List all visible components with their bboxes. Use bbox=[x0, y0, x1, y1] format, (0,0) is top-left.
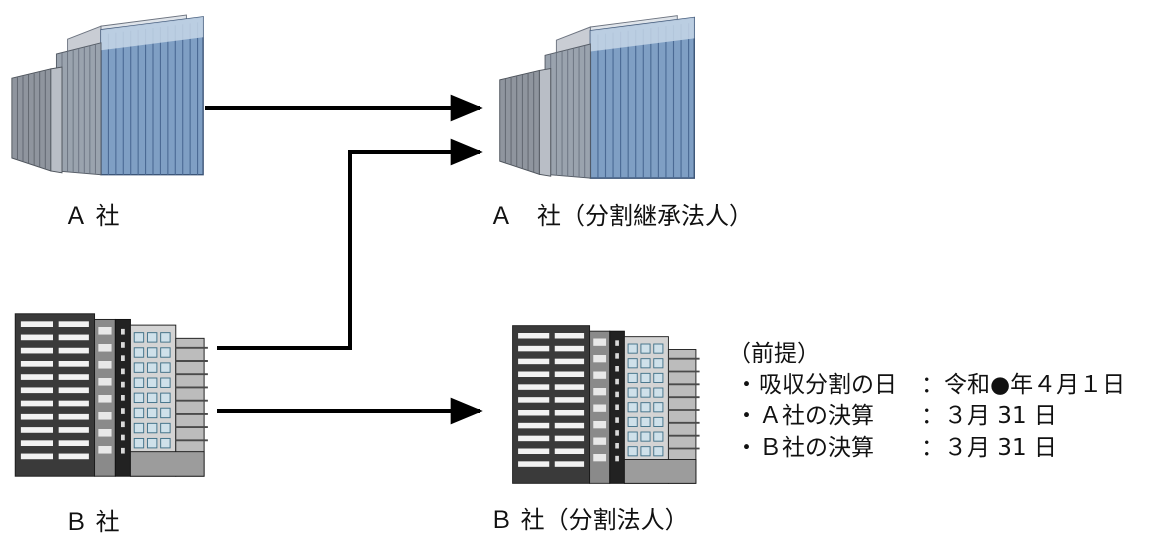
premises-item-bullet: ・ bbox=[735, 403, 758, 429]
arrow-b-to-a-successor bbox=[217, 138, 483, 350]
premises-item-bullet: ・ bbox=[735, 372, 758, 398]
premises-item-value: ：令和●年４月１日 bbox=[921, 372, 1126, 398]
premises-item-value: ：３月 31 日 bbox=[921, 403, 1057, 429]
company-a-label: Ａ 社 bbox=[64, 202, 120, 230]
company-b-split-label: Ｂ 社（分割法人） bbox=[489, 506, 689, 534]
premises-item-bullet: ・ bbox=[735, 435, 758, 461]
company-a-successor-label: Ａ 社（分割継承法人） bbox=[489, 202, 753, 230]
premises-item-value: ：３月 31 日 bbox=[921, 435, 1057, 461]
premises-item-label: Ａ社の決算 bbox=[759, 403, 874, 429]
premises-item-label: 吸収分割の日 bbox=[759, 372, 897, 398]
premises-item-label: Ｂ社の決算 bbox=[759, 435, 874, 461]
premises-heading: （前提） bbox=[728, 341, 820, 367]
company-b-label: Ｂ 社 bbox=[64, 508, 120, 536]
